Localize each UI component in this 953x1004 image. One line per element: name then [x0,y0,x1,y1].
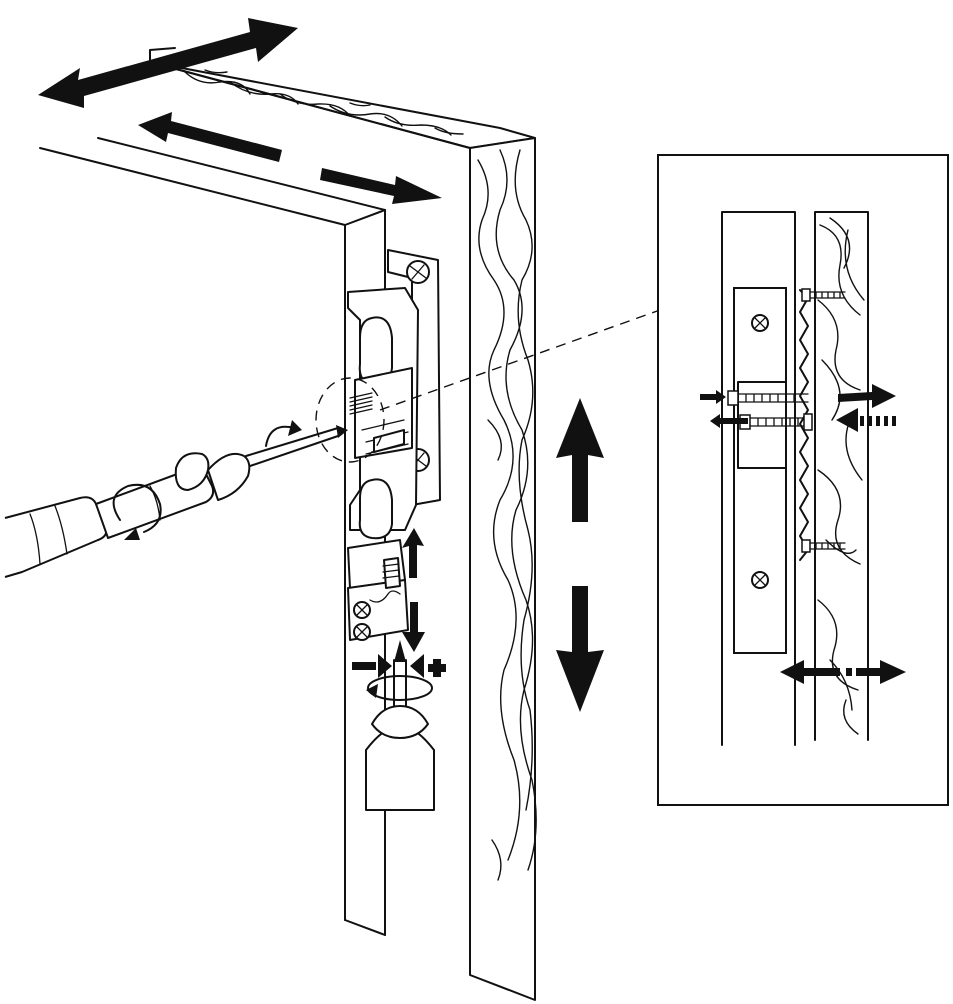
rotation-arrow-icon [366,675,433,701]
vertical-adjust-arrows [556,398,604,712]
double-arrow-icon [780,660,906,684]
minus-indicator [352,654,392,678]
screw-icon [751,571,769,589]
hinge-assembly [347,249,441,652]
side-post-wood-grain [477,149,537,881]
rotation-arrow-icon [265,420,302,447]
screw-icon [751,314,769,332]
double-arrow-icon [38,18,298,108]
arrow-right-icon [320,168,442,204]
screwdriver-icon [4,420,348,578]
arrow-left-icon [138,112,282,162]
arrow-up-icon [556,398,604,522]
screw-icon [353,601,371,619]
screwdriver-icon [352,640,446,811]
adjust-screw-icon [727,390,809,406]
rotation-arrow-icon [112,483,162,540]
arrow-left-icon [710,414,748,428]
plus-indicator [410,654,446,678]
arrow-up-icon [402,528,424,578]
detail-callout [315,309,661,463]
dashed-arrow-left-icon [836,408,896,432]
arrow-down-icon [402,602,425,652]
cabinet-frame [149,61,537,1001]
screw-icon [353,623,371,641]
screw-icon [801,539,846,553]
detail-inset [657,154,949,806]
arrow-down-icon [556,586,604,712]
detail-inset-frame [657,154,949,806]
adjust-screw-icon [349,392,373,415]
horizontal-adjust-arrows [38,18,442,204]
screw-icon [801,288,846,302]
detail-hinge-plate [733,287,787,654]
screw-icon [406,260,430,284]
arrow-right-icon [700,390,726,404]
top-rail-wood-grain [184,69,464,136]
arrow-right-icon [838,384,896,408]
